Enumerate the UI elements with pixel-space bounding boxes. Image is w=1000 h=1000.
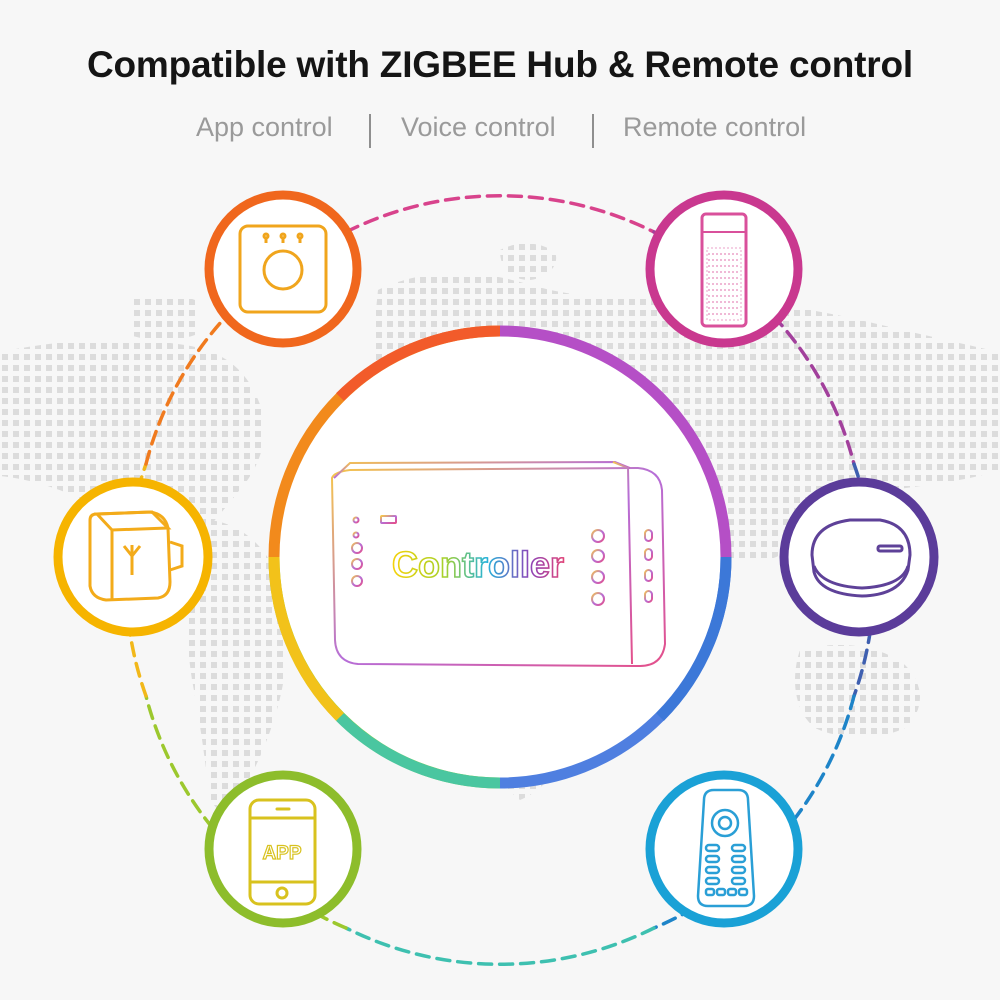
controller-device-icon — [330, 460, 667, 668]
hub-icon — [238, 224, 328, 314]
plug-icon — [88, 510, 184, 602]
feature-divider — [369, 114, 371, 148]
controller-label: Controller — [392, 544, 564, 585]
smart-speaker-icon — [700, 212, 748, 328]
device-zigbee-gateway — [779, 477, 939, 637]
feature-app-control: App control — [196, 112, 333, 142]
app-label: APP — [262, 843, 301, 864]
device-wall-plug — [53, 477, 213, 637]
feature-voice-control: Voice control — [401, 112, 556, 142]
gateway-icon — [810, 518, 912, 598]
device-app: APP — [204, 770, 362, 928]
feature-list: App control Voice control Remote control — [0, 112, 1000, 152]
feature-remote-control: Remote control — [623, 112, 807, 142]
smartphone-icon — [248, 798, 317, 906]
remote-control-icon — [696, 788, 756, 908]
device-zigbee-hub — [204, 190, 362, 348]
controller-circle — [268, 325, 732, 789]
feature-divider — [592, 114, 594, 148]
device-smart-speaker — [645, 190, 803, 348]
page-title: Compatible with ZIGBEE Hub & Remote cont… — [87, 44, 913, 85]
device-remote — [645, 770, 803, 928]
